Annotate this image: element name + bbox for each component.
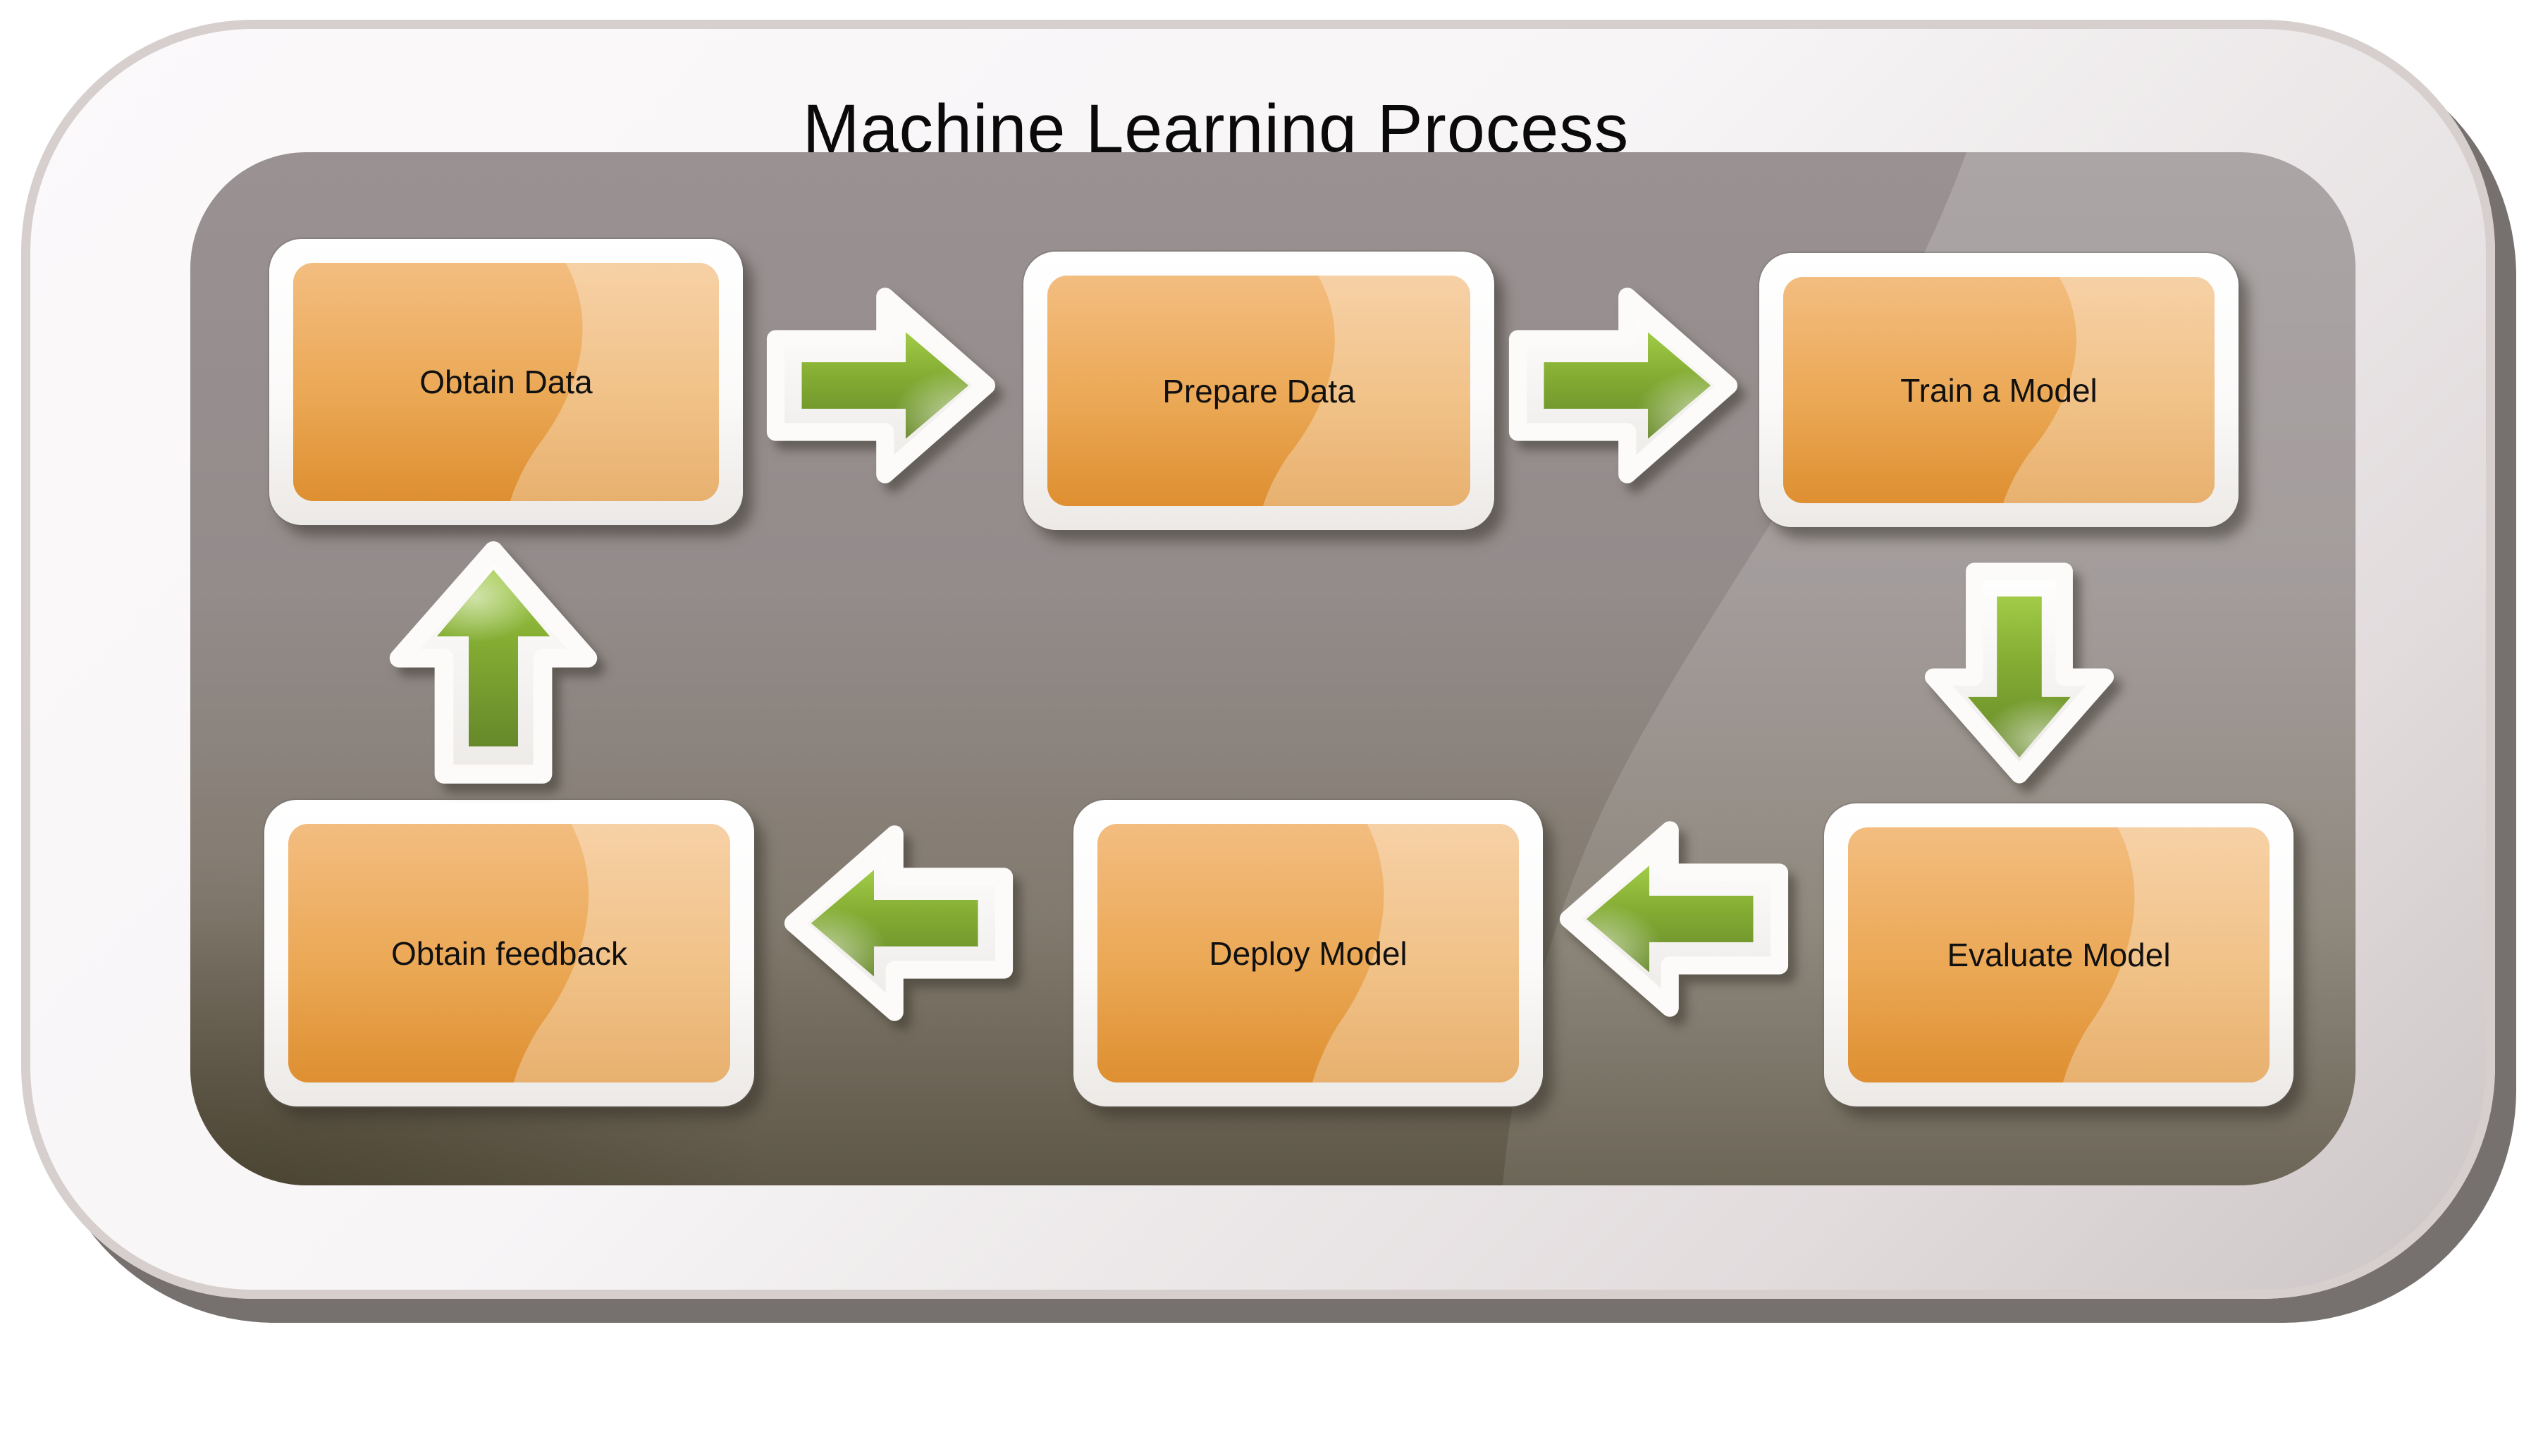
arrow-up-icon: [389, 541, 598, 784]
step-box-evaluate-model-face: Evaluate Model: [1848, 827, 2270, 1082]
step-box-prepare-data-face: Prepare Data: [1047, 276, 1470, 506]
step-box-train-a-model: Train a Model: [1759, 253, 2239, 527]
step-label: Obtain Data: [419, 364, 593, 400]
step-box-obtain-feedback-face: Obtain feedback: [288, 824, 730, 1082]
arrow-down-icon: [1924, 562, 2114, 784]
step-box-deploy-model: Deploy Model: [1073, 800, 1543, 1106]
arrow-left-icon: [1559, 821, 1789, 1017]
step-box-train-a-model-face: Train a Model: [1783, 277, 2215, 503]
arrow-right-icon: [1508, 288, 1738, 483]
flowchart-panel: Obtain Data Prepare Data Train a Model O…: [190, 152, 2356, 1185]
arrow-left-icon: [784, 825, 1014, 1021]
box-gloss-highlight: [2062, 827, 2270, 1082]
step-box-prepare-data: Prepare Data: [1023, 252, 1494, 530]
step-label: Evaluate Model: [1947, 937, 2171, 973]
step-label: Deploy Model: [1209, 934, 1408, 972]
step-box-obtain-data-face: Obtain Data: [293, 263, 719, 501]
arrow-right-icon: [766, 288, 996, 483]
step-label: Prepare Data: [1162, 372, 1355, 409]
step-box-evaluate-model: Evaluate Model: [1824, 803, 2293, 1106]
step-label: Train a Model: [1900, 371, 2098, 409]
box-gloss-highlight: [510, 263, 719, 501]
step-label: Obtain feedback: [390, 934, 627, 972]
step-box-obtain-data: Obtain Data: [269, 239, 743, 525]
box-gloss-highlight: [2003, 277, 2215, 503]
step-box-deploy-model-face: Deploy Model: [1097, 824, 1519, 1082]
box-gloss-highlight: [1263, 276, 1470, 506]
box-gloss-highlight: [1312, 824, 1519, 1082]
box-gloss-highlight: [513, 824, 730, 1082]
step-box-obtain-feedback: Obtain feedback: [264, 800, 754, 1106]
